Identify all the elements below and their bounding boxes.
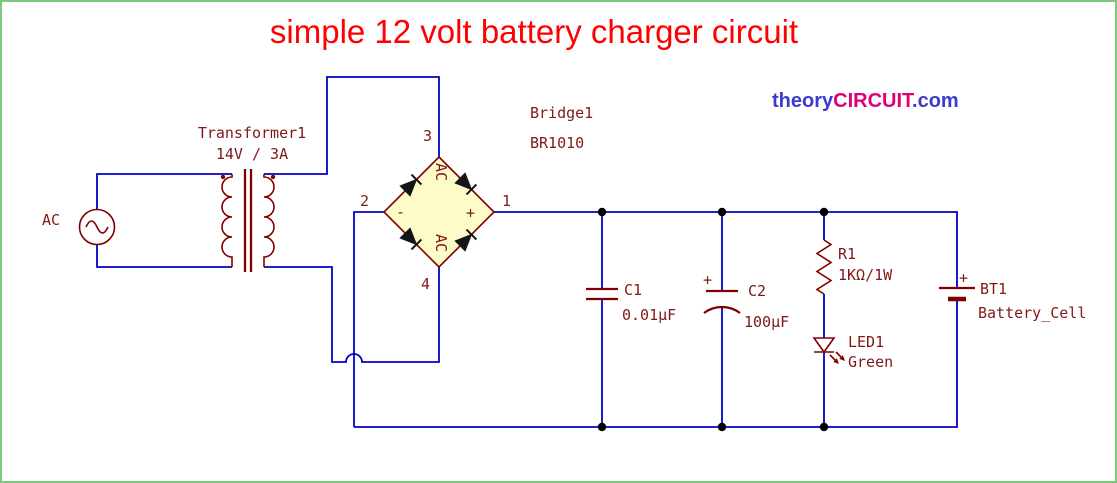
watermark-theory: theory (772, 90, 834, 112)
c2-plus-marking: + (703, 271, 712, 289)
junction-dot (597, 207, 607, 217)
resistor-r1-symbol: R1 1KΩ/1W (815, 239, 893, 295)
diode-cathode-bar (410, 238, 423, 251)
transformer-symbol: Transformer1 14V / 3A (198, 124, 306, 272)
watermark: theoryCIRCUIT.com (772, 90, 959, 113)
led1-triangle (812, 337, 836, 354)
c2-value-label: 100µF (744, 313, 789, 331)
wire-bridge-minus-to-ground (353, 211, 384, 427)
battery-bt1-symbol: + BT1 Battery_Cell (939, 269, 1086, 322)
wire-ac-to-transformer-top (96, 173, 232, 210)
r1-name-label: R1 (838, 245, 856, 263)
c1-value-label: 0.01µF (622, 306, 676, 324)
diode-cathode-bar (410, 173, 423, 186)
junction-dot (717, 207, 727, 217)
led1-emission-arrows-icon (829, 351, 845, 364)
capacitor-c1-symbol: C1 0.01µF (586, 281, 676, 324)
diode-triangle (399, 227, 418, 246)
led1-name-label: LED1 (848, 333, 884, 351)
watermark-circuit: CIRCUIT (833, 90, 913, 112)
diode-cathode-bar (465, 183, 478, 196)
r1-zigzag (815, 239, 833, 295)
transformer-primary-coil (221, 174, 233, 267)
bridge-plus-marking: + (466, 204, 475, 222)
page-title: simple 12 volt battery charger circuit (269, 13, 799, 50)
bridge-pin4-label: 4 (421, 275, 430, 293)
junction-dot (717, 422, 727, 432)
bridge-rectifier-symbol: Bridge1 BR1010 3 2 1 4 AC AC + - (360, 104, 593, 293)
ac-source-label: AC (42, 211, 60, 229)
transformer-name-label: Transformer1 (198, 124, 306, 142)
ac-source-symbol: AC (42, 208, 116, 246)
junction-dot (597, 422, 607, 432)
diode-cathode-bar (465, 228, 478, 241)
transformer-secondary-coil (263, 174, 275, 267)
wire-ac-to-transformer-bottom (96, 244, 232, 268)
bridge-minus-marking: - (396, 203, 405, 221)
bridge-pin1-label: 1 (502, 192, 511, 210)
capacitor-c2-symbol: + C2 100µF (703, 271, 789, 331)
wires (96, 76, 958, 428)
led1-arrow1-head (833, 358, 839, 364)
c1-name-label: C1 (624, 281, 642, 299)
ac-source-circle (78, 208, 116, 246)
c2-bottom-plate-curved (703, 305, 741, 314)
junction-dot (819, 422, 829, 432)
led1-arrow1-shaft (829, 354, 837, 362)
transformer-polarity-dot-left (220, 174, 226, 180)
diode-triangle (399, 178, 418, 197)
bridge-diode-bottom-left (399, 227, 423, 251)
led1-value-label: Green (848, 353, 893, 371)
bridge-name-label: Bridge1 (530, 104, 593, 122)
led1-symbol: LED1 Green (812, 333, 893, 371)
bridge-diode-top-right (454, 172, 478, 196)
transformer-polarity-dot-right (270, 174, 276, 180)
bt1-name-label: BT1 (980, 280, 1007, 298)
diode-triangle (454, 172, 473, 191)
bridge-ac-bottom-marking: AC (432, 234, 450, 252)
bt1-value-label: Battery_Cell (978, 304, 1086, 322)
r1-value-label: 1KΩ/1W (838, 266, 893, 284)
bridge-diode-bottom-right (454, 228, 478, 252)
wire-transformer-to-bridge-pin3 (264, 76, 440, 175)
sine-wave (85, 220, 109, 234)
bridge-diode-top-left (399, 173, 423, 197)
junction-dot (819, 207, 829, 217)
diode-triangle (454, 233, 473, 252)
bridge-value-label: BR1010 (530, 134, 584, 152)
bridge-pin2-label: 2 (360, 192, 369, 210)
transformer-value-label: 14V / 3A (216, 145, 288, 163)
bt1-plus-marking: + (959, 269, 968, 287)
wire-transformer-to-bridge-pin4-with-hop (264, 266, 440, 363)
bridge-ac-top-marking: AC (432, 163, 450, 181)
bridge-pin3-label: 3 (423, 127, 432, 145)
transformer-core (243, 169, 253, 272)
wire-positive-rail (494, 211, 958, 288)
wire-ground-rail (354, 300, 958, 428)
watermark-com: .com (912, 90, 959, 112)
led1-arrow2-shaft (835, 351, 843, 359)
junction-dots (597, 207, 829, 432)
c2-name-label: C2 (748, 282, 766, 300)
led1-arrow2-head (839, 355, 845, 361)
